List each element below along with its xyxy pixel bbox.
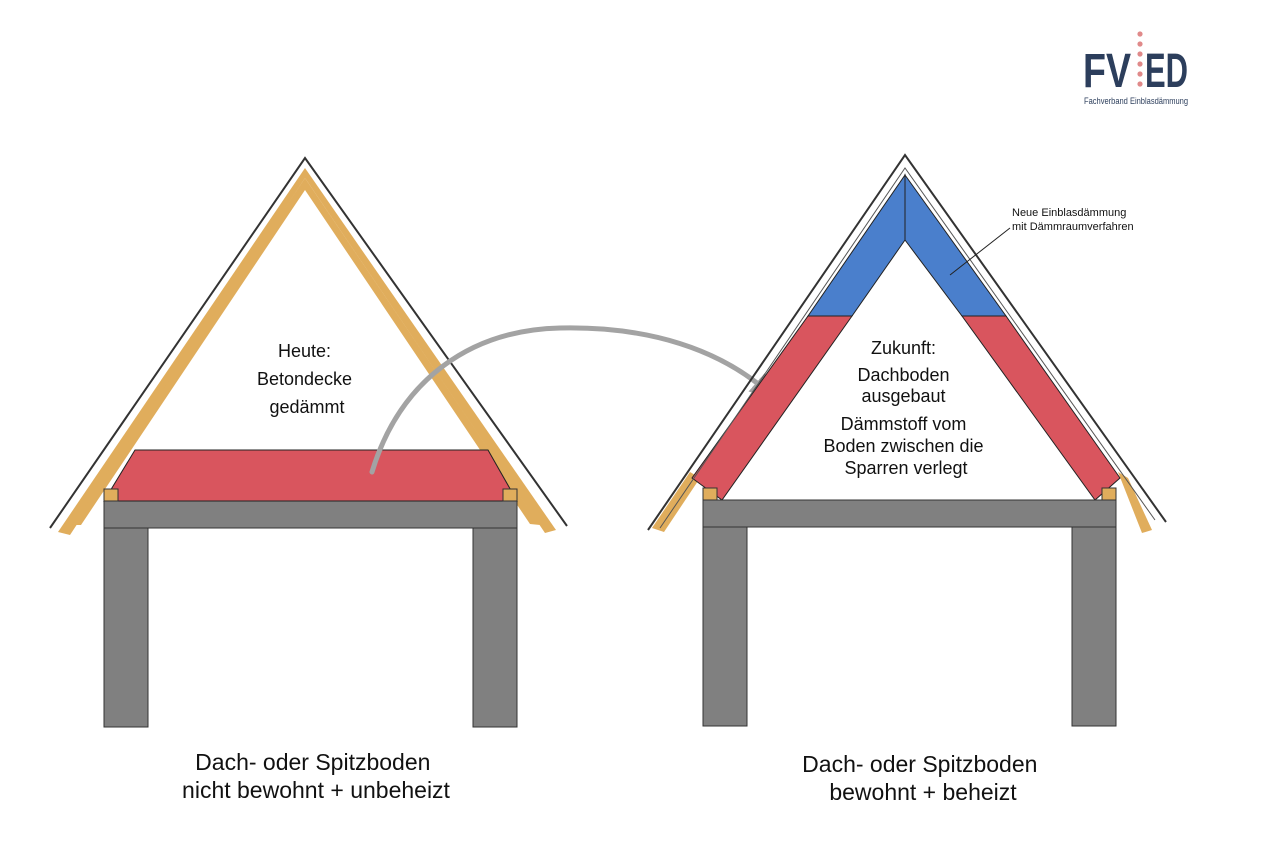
right-house-caption: Dach- oder Spitzboden bewohnt + beheizt <box>802 751 1044 805</box>
right-house-beam-left <box>702 487 718 501</box>
left-house-ceiling-slab <box>103 500 518 529</box>
left-house-wall-left <box>103 527 149 728</box>
left-house-label: Heute: Betondecke gedämmt <box>257 341 357 417</box>
right-house: Zukunft: Dachboden ausgebaut Dämmstoff v… <box>647 153 1167 805</box>
right-house-label: Zukunft: Dachboden ausgebaut Dämmstoff v… <box>823 338 988 478</box>
right-caption-line: bewohnt + beheizt <box>829 779 1017 805</box>
logo-dots <box>1137 31 1143 87</box>
right-house-roof-line <box>647 153 1167 531</box>
right-label-line: Dachboden <box>857 365 949 385</box>
right-label-line: ausgebaut <box>861 386 945 406</box>
left-house-beam-left <box>103 488 119 502</box>
annotation-leader-line <box>949 227 1011 276</box>
right-house-rafter-insulation-left <box>691 315 853 501</box>
logo-letters-ed: ED <box>1145 45 1188 98</box>
left-house-caption: Dach- oder Spitzboden nicht bewohnt + un… <box>182 749 451 803</box>
left-caption-line: Dach- oder Spitzboden <box>195 749 430 775</box>
right-house-blown-insulation-left <box>807 173 906 317</box>
left-house: Heute: Betondecke gedämmt Dach- oder Spi… <box>49 156 568 803</box>
left-house-rafter-right-inner <box>305 178 540 525</box>
transition-arrow <box>369 325 776 475</box>
right-house-rafter-insulation-right <box>961 315 1121 501</box>
right-house-eave-left <box>652 472 700 532</box>
right-house-roof-inner-line <box>659 167 1156 529</box>
right-label-line: Boden zwischen die <box>823 436 983 456</box>
annotation-line: mit Dämmraumverfahren <box>1012 221 1134 233</box>
right-house-eave-right <box>1118 472 1152 533</box>
right-label-line: Sparren verlegt <box>844 458 967 478</box>
left-house-beam-right <box>502 488 518 502</box>
right-house-wall-left <box>702 526 748 727</box>
fved-logo: FV ED Fachverband Einblasdämmung <box>1083 31 1188 106</box>
right-house-ceiling-slab <box>702 499 1117 528</box>
right-house-wall-right <box>1071 526 1117 727</box>
left-label-line: Betondecke <box>257 369 352 389</box>
left-caption-line: nicht bewohnt + unbeheizt <box>182 777 451 803</box>
left-house-rafter-left-inner <box>72 178 305 525</box>
blown-insulation-annotation: Neue Einblasdämmung mit Dämmraumverfahre… <box>1012 207 1134 233</box>
left-house-roof-line <box>49 156 568 529</box>
left-house-rafter-right <box>305 168 556 533</box>
right-house-blown-insulation-right <box>904 173 1007 317</box>
left-house-slab-insulation <box>103 449 518 502</box>
left-house-wall-right <box>472 527 518 728</box>
annotation-line: Neue Einblasdämmung <box>1012 207 1126 219</box>
logo-letters-fv: FV <box>1083 45 1131 98</box>
right-label-line: Dämmstoff vom <box>841 414 967 434</box>
left-label-line: Heute: <box>278 341 331 361</box>
logo-tagline: Fachverband Einblasdämmung <box>1084 96 1188 106</box>
left-label-line: gedämmt <box>269 397 344 417</box>
right-caption-line: Dach- oder Spitzboden <box>802 751 1037 777</box>
left-house-rafter-left <box>58 168 305 535</box>
right-house-beam-right <box>1101 487 1117 501</box>
right-label-line: Zukunft: <box>871 338 936 358</box>
